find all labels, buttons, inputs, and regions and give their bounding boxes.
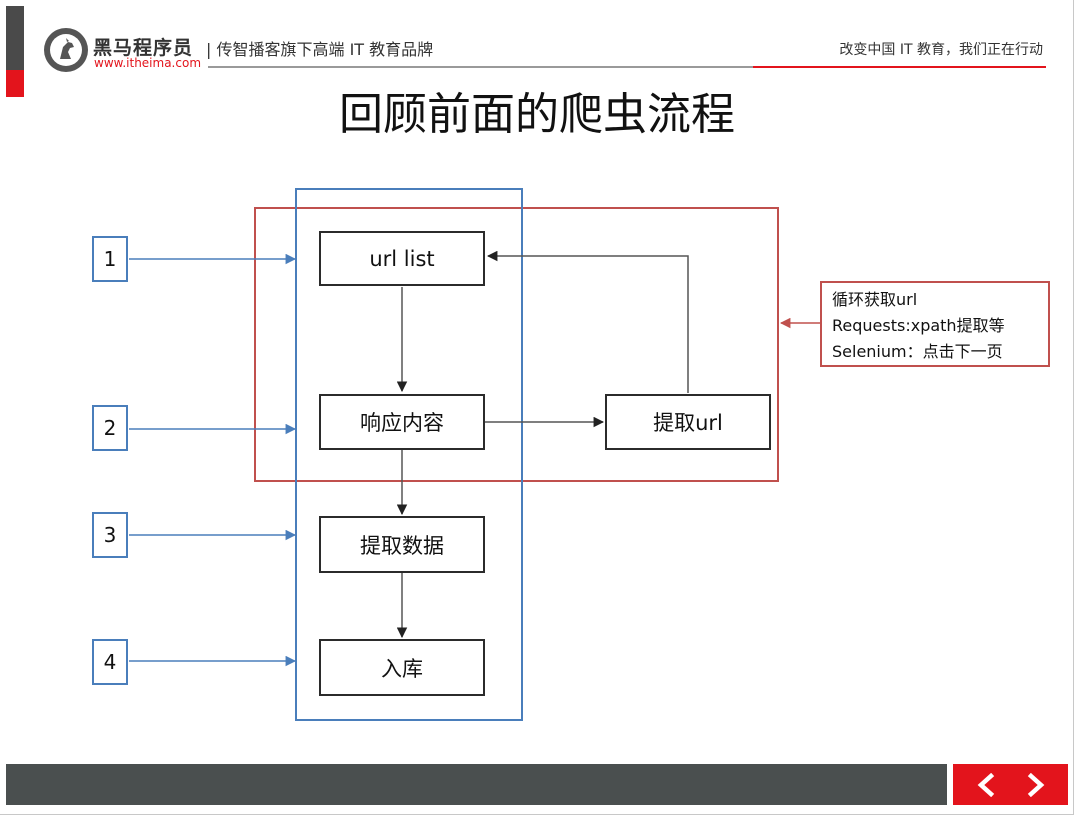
url-list-box: url list [319, 231, 485, 286]
page-title: 回顾前面的爬虫流程 [339, 89, 735, 140]
note-line-3: Selenium：点击下一页 [832, 342, 1003, 361]
next-slide-button[interactable] [1016, 764, 1056, 805]
header-divider [208, 66, 753, 68]
url-loop-frame [254, 207, 779, 482]
step-number-3: 3 [92, 512, 128, 558]
note-line-2: Requests:xpath提取等 [832, 316, 1005, 335]
store-box: 入库 [319, 639, 485, 696]
left-accent-bar-red [6, 70, 24, 97]
footer-bar [6, 764, 947, 805]
step-number-2: 2 [92, 405, 128, 451]
chevron-left-icon [977, 772, 995, 797]
pipeline-frame [295, 188, 523, 721]
brand-tagline: | 传智播客旗下高端 IT 教育品牌 [206, 40, 434, 59]
extract-url-box: 提取url [605, 394, 771, 450]
note-line-1: 循环获取url [832, 290, 918, 309]
brand-url[interactable]: www.itheima.com [94, 56, 202, 70]
arrow-extracturl-to-urllist [486, 250, 689, 393]
prev-slide-button[interactable] [966, 764, 1006, 805]
loop-note: 循环获取url Requests:xpath提取等 Selenium：点击下一页 [820, 281, 1050, 367]
step-number-1: 1 [92, 236, 128, 282]
brand-name: 黑马程序员 [93, 37, 194, 59]
slogan: 改变中国 IT 教育，我们正在行动 [839, 42, 1043, 58]
response-box: 响应内容 [319, 394, 485, 450]
footer-nav [953, 764, 1068, 805]
step-number-4: 4 [92, 639, 128, 685]
extract-data-box: 提取数据 [319, 516, 485, 573]
left-accent-bar [6, 6, 24, 70]
chevron-right-icon [1027, 772, 1045, 797]
brand-logo [44, 28, 88, 72]
header-divider-red [753, 66, 1046, 68]
horse-icon [60, 38, 74, 59]
